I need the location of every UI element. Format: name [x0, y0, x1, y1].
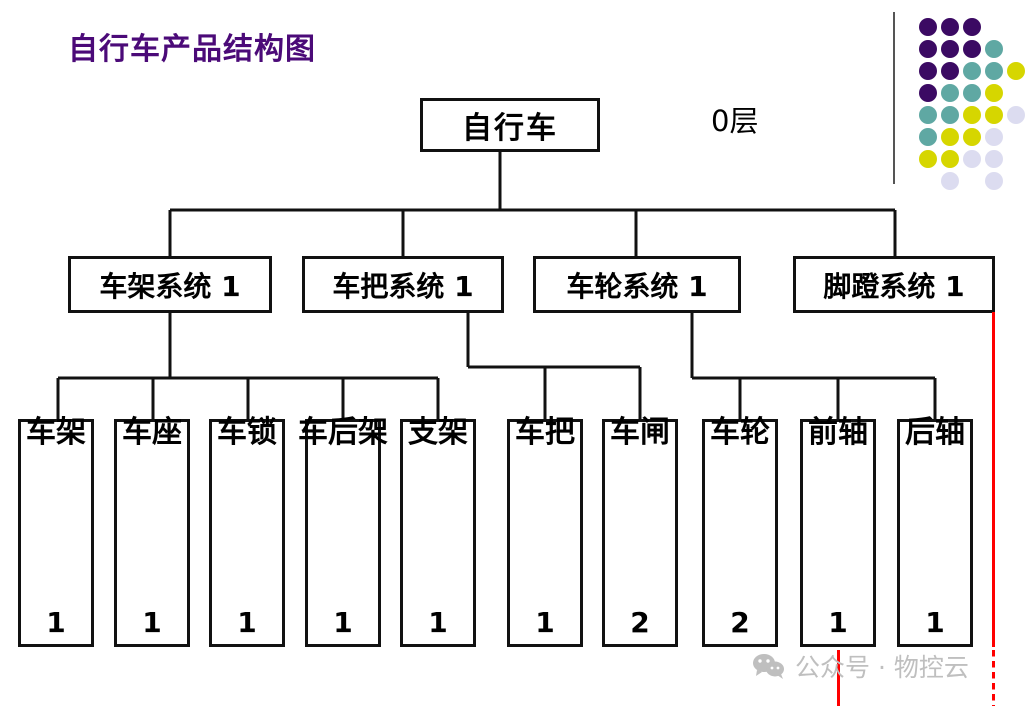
node-system-handlebar[interactable]: 车把系统 1 — [302, 256, 504, 313]
logo-dot — [985, 172, 1003, 190]
node-part-handlebar[interactable]: 车把 1 — [507, 415, 583, 647]
node-part-lock-qty: 1 — [237, 606, 257, 640]
logo-dot — [963, 128, 981, 146]
node-system-wheel-label: 车轮系统 1 — [566, 269, 708, 303]
node-part-seat-label: 车座 — [122, 415, 182, 450]
logo-dot — [919, 18, 937, 36]
wechat-bubbles-icon — [753, 654, 784, 679]
node-system-pedal[interactable]: 脚蹬系统 1 — [793, 256, 995, 313]
node-part-kickstand[interactable]: 支架 1 — [400, 415, 476, 647]
node-part-rear-axle[interactable]: 后轴 1 — [897, 415, 973, 647]
node-part-handlebar-qty: 1 — [535, 606, 555, 640]
node-part-wheel-label: 车轮 — [710, 415, 770, 450]
node-part-brake[interactable]: 车闸 2 — [602, 415, 678, 647]
node-system-frame-label: 车架系统 1 — [99, 269, 241, 303]
logo-divider-rule — [893, 12, 895, 184]
logo-dot — [963, 62, 981, 80]
logo-dot — [985, 150, 1003, 168]
logo-dot — [963, 150, 981, 168]
node-part-kickstand-qty: 1 — [428, 606, 448, 640]
logo-dot — [941, 40, 959, 58]
logo-dot — [985, 106, 1003, 124]
dot-matrix-logo — [893, 4, 1033, 190]
logo-dot — [985, 40, 1003, 58]
watermark-text: 公众号 · 物控云 — [795, 653, 969, 682]
node-part-brake-qty: 2 — [630, 606, 650, 640]
watermark: 公众号 · 物控云 — [752, 648, 969, 684]
logo-dot — [919, 40, 937, 58]
logo-dot — [919, 62, 937, 80]
node-part-rear-rack[interactable]: 车后架 1 — [298, 416, 388, 647]
logo-dot — [985, 62, 1003, 80]
node-part-kickstand-label: 支架 — [408, 415, 468, 450]
node-root[interactable]: 自行车 — [420, 98, 600, 152]
page-title: 自行车产品结构图 — [68, 32, 316, 67]
node-part-lock[interactable]: 车锁 1 — [209, 415, 285, 647]
node-part-lock-label: 车锁 — [217, 415, 277, 450]
logo-dot — [985, 128, 1003, 146]
logo-dot — [919, 106, 937, 124]
node-part-seat[interactable]: 车座 1 — [114, 415, 190, 647]
logo-dot — [963, 106, 981, 124]
node-part-seat-qty: 1 — [142, 606, 162, 640]
node-part-front-axle-label: 前轴 — [808, 415, 868, 450]
node-part-frame-qty: 1 — [46, 606, 66, 640]
annotation-red-line-center — [837, 650, 840, 706]
level-label-0: 0层 — [711, 104, 759, 138]
logo-dot — [1007, 62, 1025, 80]
node-part-wheel[interactable]: 车轮 2 — [702, 415, 778, 647]
node-part-front-axle-qty: 1 — [828, 606, 848, 640]
logo-dot — [919, 128, 937, 146]
logo-dot — [985, 84, 1003, 102]
logo-dot — [941, 150, 959, 168]
node-system-wheel[interactable]: 车轮系统 1 — [533, 256, 741, 313]
node-part-handlebar-label: 车把 — [515, 415, 575, 450]
node-part-rear-rack-qty: 1 — [333, 606, 353, 640]
logo-dot — [941, 128, 959, 146]
node-part-rear-axle-qty: 1 — [925, 606, 945, 640]
node-part-wheel-qty: 2 — [730, 606, 750, 640]
logo-dot — [963, 18, 981, 36]
node-root-label: 自行车 — [462, 111, 558, 146]
node-part-brake-label: 车闸 — [610, 415, 670, 450]
node-part-front-axle[interactable]: 前轴 1 — [800, 415, 876, 647]
node-part-frame-label: 车架 — [26, 415, 86, 450]
logo-dot — [941, 172, 959, 190]
node-part-rear-rack-label: 车后架 — [298, 415, 388, 450]
logo-dot — [941, 18, 959, 36]
node-system-pedal-label: 脚蹬系统 1 — [823, 269, 965, 303]
node-system-handlebar-label: 车把系统 1 — [332, 269, 474, 303]
annotation-red-line-right — [992, 312, 995, 647]
node-part-rear-axle-label: 后轴 — [905, 415, 965, 450]
logo-dot — [941, 106, 959, 124]
node-part-frame[interactable]: 车架 1 — [18, 415, 94, 647]
logo-dot — [941, 84, 959, 102]
annotation-red-dotted-right — [992, 650, 995, 706]
logo-dot — [919, 150, 937, 168]
logo-dot — [963, 40, 981, 58]
node-system-frame[interactable]: 车架系统 1 — [68, 256, 272, 313]
logo-dot — [919, 84, 937, 102]
logo-dot — [1007, 106, 1025, 124]
logo-dot — [963, 84, 981, 102]
logo-dot — [941, 62, 959, 80]
